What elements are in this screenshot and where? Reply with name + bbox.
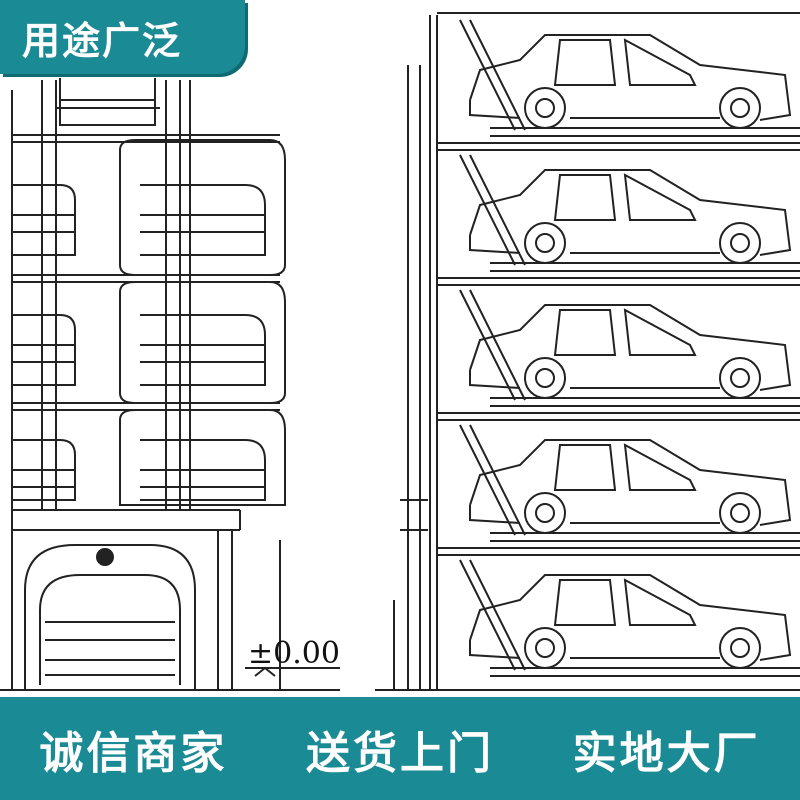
banner-item-integrity: 诚信商家 xyxy=(39,727,228,779)
banner-item-delivery: 送货上门 xyxy=(305,727,494,779)
title-badge: 用途广泛 xyxy=(0,0,245,74)
banner-item-factory: 实地大厂 xyxy=(572,727,761,779)
page-title: 用途广泛 xyxy=(22,18,183,63)
bottom-banner: 诚信商家 送货上门 实地大厂 xyxy=(0,697,800,800)
elevation-label: ±0.00 xyxy=(248,636,340,671)
